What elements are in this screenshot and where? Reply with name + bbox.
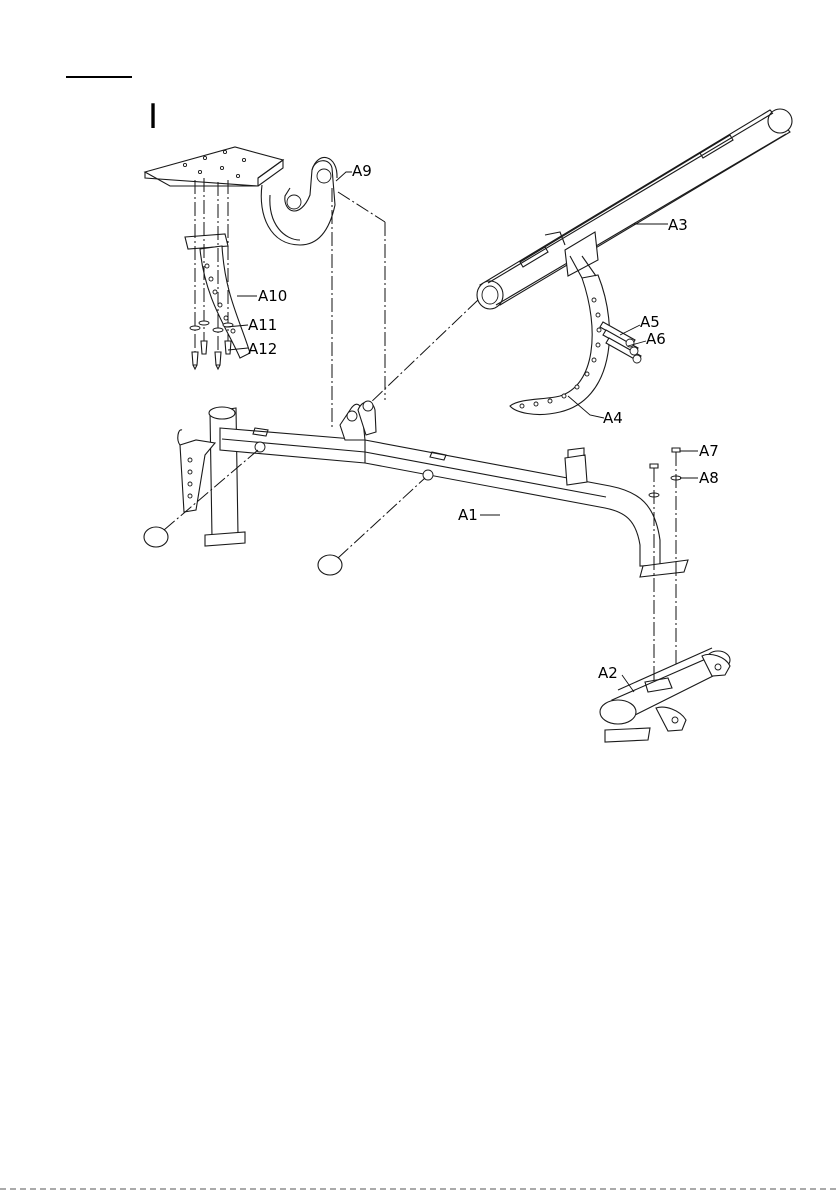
label-a1: A1 <box>458 506 478 524</box>
label-a9: A9 <box>352 162 372 180</box>
part-a1-main-frame <box>178 401 688 577</box>
label-a12: A12 <box>248 340 277 358</box>
label-a3: A3 <box>668 216 688 234</box>
label-a10: A10 <box>258 287 287 305</box>
label-a6: A6 <box>646 330 666 348</box>
part-a12-bolts <box>192 341 231 369</box>
label-a2: A2 <box>598 664 618 682</box>
part-a9-seat-bracket <box>145 147 337 245</box>
label-a8: A8 <box>699 469 719 487</box>
leader-lines <box>226 172 698 692</box>
part-a2-front-stabilizer <box>600 648 730 742</box>
knob-center <box>318 478 425 575</box>
step-number: I <box>148 97 158 137</box>
label-a7: A7 <box>699 442 719 460</box>
label-a11: A11 <box>248 316 277 334</box>
label-a4: A4 <box>603 409 623 427</box>
label-a5: A5 <box>640 313 660 331</box>
part-a3-backrest-tube <box>477 109 792 309</box>
